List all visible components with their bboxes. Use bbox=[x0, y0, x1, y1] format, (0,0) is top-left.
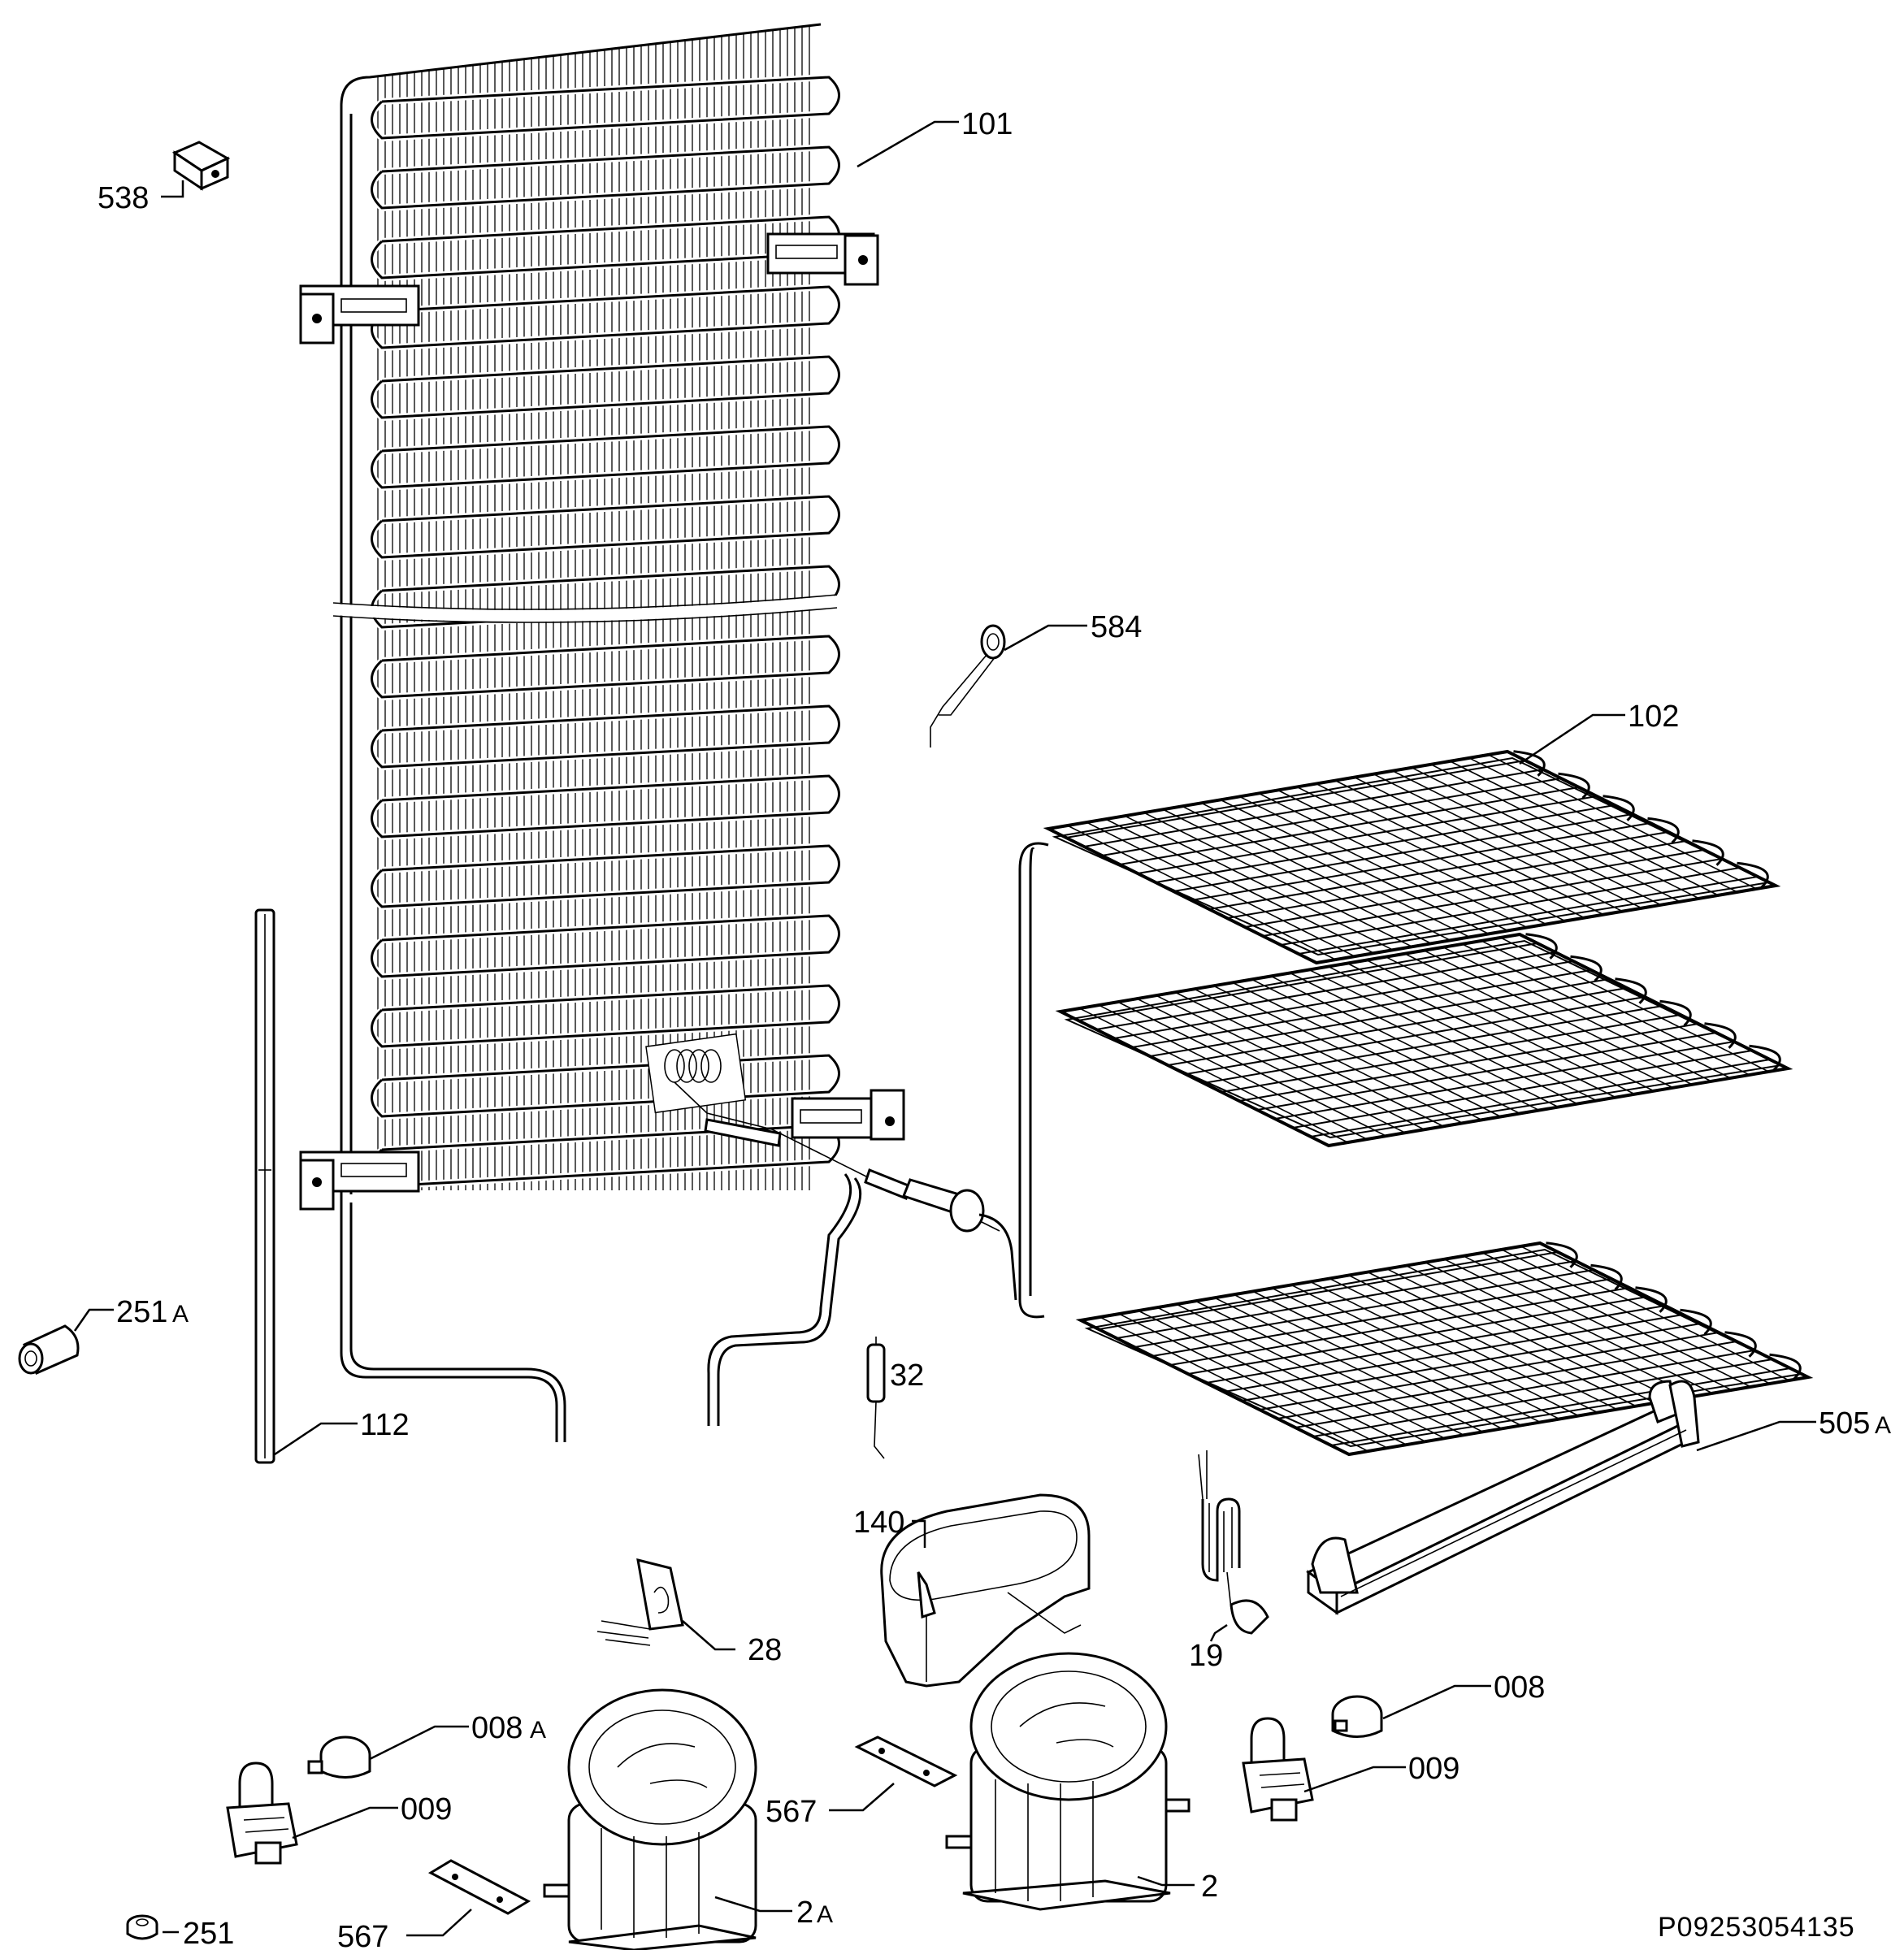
label-101: 101 bbox=[961, 107, 1013, 141]
part-19 bbox=[1198, 1450, 1269, 1635]
part-584 bbox=[930, 624, 1006, 748]
label-2: 2 bbox=[1201, 1870, 1218, 1904]
evaporator-102 bbox=[1018, 749, 1814, 1457]
compressor-2A bbox=[543, 1688, 757, 1950]
part-538 bbox=[171, 141, 231, 191]
part-009-left bbox=[226, 1762, 298, 1865]
capillary-coil bbox=[645, 1033, 1000, 1232]
label-008: 008 bbox=[1494, 1670, 1545, 1705]
part-140 bbox=[880, 1493, 1091, 1688]
leader-lines bbox=[73, 120, 1816, 1937]
label-2A: 2 bbox=[796, 1896, 813, 1930]
bracket-bottom-right bbox=[791, 1089, 905, 1141]
bracket-top-right bbox=[766, 232, 879, 286]
plate-567-bottom bbox=[427, 1859, 531, 1915]
compressor-2 bbox=[945, 1652, 1191, 1911]
condenser-101 bbox=[299, 23, 905, 1442]
part-112 bbox=[254, 908, 275, 1464]
part-251A bbox=[18, 1324, 80, 1375]
bracket-top-left bbox=[299, 284, 420, 344]
label-567-mid: 567 bbox=[766, 1795, 817, 1829]
filter-drier bbox=[864, 1168, 1017, 1301]
label-008A: 008 bbox=[471, 1711, 523, 1745]
label-538: 538 bbox=[98, 181, 149, 215]
label-251: 251 bbox=[183, 1917, 234, 1950]
drawing-code: P09253054135 bbox=[1658, 1912, 1855, 1943]
label-584: 584 bbox=[1091, 610, 1142, 644]
label-505A-suffix: A bbox=[1875, 1412, 1891, 1439]
label-112: 112 bbox=[360, 1408, 410, 1442]
part-008A-left bbox=[307, 1736, 371, 1779]
label-505A: 505 bbox=[1819, 1406, 1870, 1441]
bracket-bottom-left bbox=[299, 1150, 420, 1211]
label-251A-suffix: A bbox=[172, 1301, 189, 1328]
label-567-bottom: 567 bbox=[337, 1920, 388, 1950]
part-32 bbox=[866, 1337, 886, 1459]
label-009-left: 009 bbox=[401, 1792, 452, 1826]
label-102: 102 bbox=[1628, 700, 1679, 734]
label-140: 140 bbox=[853, 1506, 904, 1540]
part-28 bbox=[596, 1558, 684, 1646]
part-251 bbox=[126, 1914, 158, 1940]
label-19: 19 bbox=[1189, 1639, 1223, 1673]
plate-567-mid bbox=[854, 1736, 958, 1788]
label-009-right: 009 bbox=[1408, 1752, 1459, 1786]
part-009-right bbox=[1242, 1717, 1314, 1822]
labels: 101 538 584 102 251 A 112 32 505 A 140 1… bbox=[98, 107, 1891, 1950]
label-008A-suffix: A bbox=[530, 1717, 546, 1744]
part-008-right bbox=[1331, 1695, 1383, 1738]
label-28: 28 bbox=[748, 1633, 782, 1667]
label-251A: 251 bbox=[116, 1295, 167, 1329]
label-32: 32 bbox=[890, 1358, 924, 1393]
part-505A bbox=[1306, 1380, 1700, 1615]
label-2A-suffix: A bbox=[817, 1901, 833, 1928]
